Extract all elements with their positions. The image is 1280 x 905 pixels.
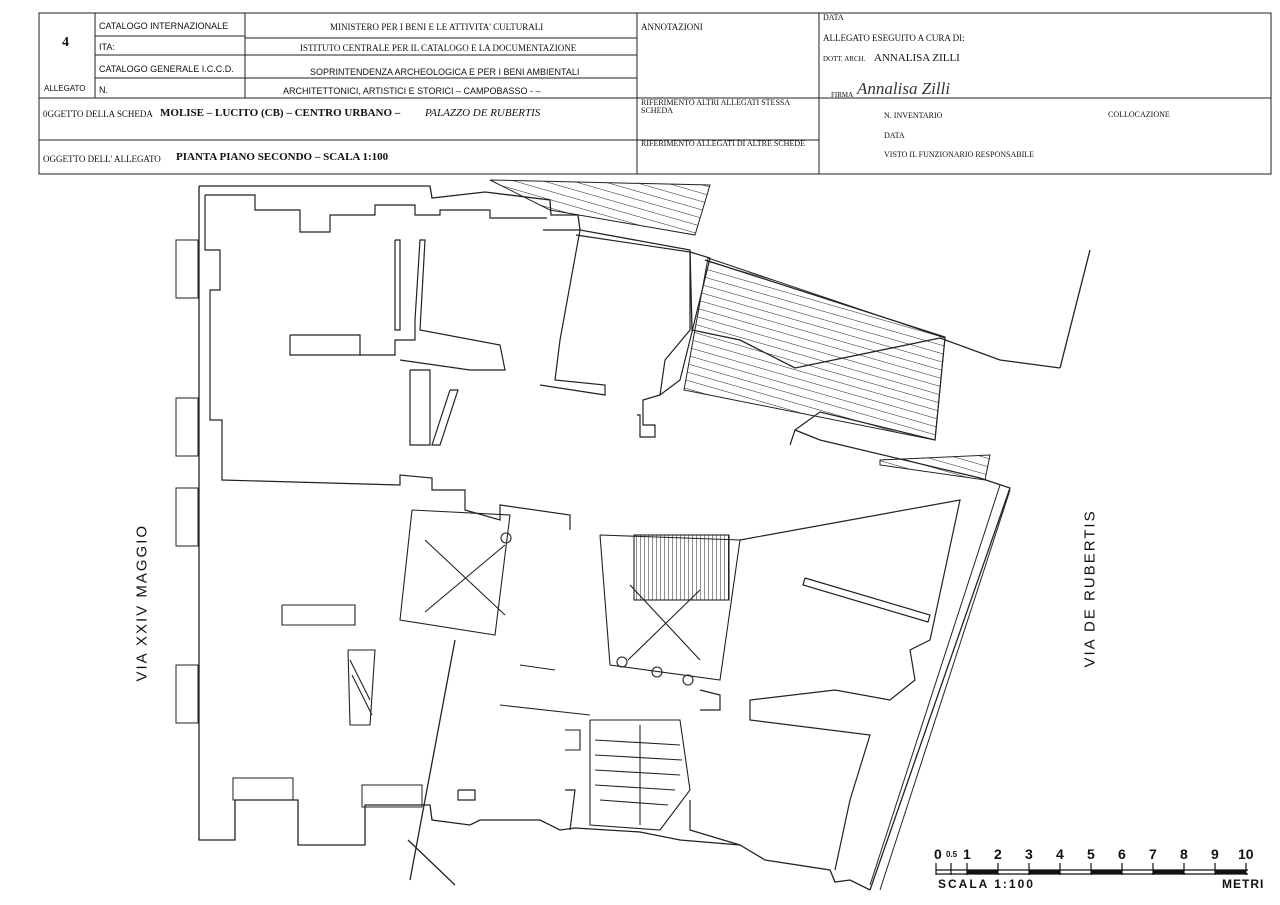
street-label-right: VIA DE RUBERTIS bbox=[1081, 509, 1099, 668]
scale-tick-3: 3 bbox=[1025, 846, 1033, 862]
dott-arch-label: DOTT. ARCH. bbox=[823, 55, 866, 63]
scale-tick-1: 1 bbox=[963, 846, 971, 862]
allegato-number: 4 bbox=[62, 35, 69, 50]
scale-tick-6: 6 bbox=[1118, 846, 1126, 862]
oggetto-scheda-label: 0GGETTO DELLA SCHEDA bbox=[43, 109, 153, 119]
ministero-text: MINISTERO PER I BENI E LE ATTIVITA' CULT… bbox=[330, 22, 544, 32]
scale-tick-2: 2 bbox=[994, 846, 1002, 862]
left-windows bbox=[175, 239, 423, 808]
soprintendenza-text: SOPRINTENDENZA ARCHEOLOGICA E PER I BENI… bbox=[310, 67, 580, 77]
scale-tick-0: 0 bbox=[934, 846, 942, 862]
roof-hatch-corner bbox=[879, 454, 991, 481]
stair-core bbox=[281, 509, 741, 831]
scale-tick-4: 4 bbox=[1056, 846, 1064, 862]
visto-label: VISTO IL FUNZIONARIO RESPONSABILE bbox=[884, 150, 1035, 159]
scale-bar-graphic bbox=[935, 863, 1248, 875]
scale-tick-8: 8 bbox=[1180, 846, 1188, 862]
signature: Annalisa Zilli bbox=[857, 79, 951, 98]
author-name: ANNALISA ZILLI bbox=[874, 52, 960, 64]
palazzo-name: PALAZZO DE RUBERTIS bbox=[425, 107, 541, 119]
header-form-grid bbox=[38, 12, 1272, 175]
scale-tick-7: 7 bbox=[1149, 846, 1157, 862]
scale-tick-9: 9 bbox=[1211, 846, 1219, 862]
n-label: N. bbox=[99, 85, 108, 95]
oggetto-allegato-label: OGGETTO DELL' ALLEGATO bbox=[43, 154, 161, 164]
catalogo-internazionale-label: CATALOGO INTERNAZIONALE bbox=[99, 21, 229, 31]
roof-hatch-top bbox=[489, 179, 711, 236]
istituto-text: ISTITUTO CENTRALE PER IL CATALOGO E LA D… bbox=[300, 43, 577, 53]
scale-tick-5: 5 bbox=[1087, 846, 1095, 862]
street-label-left: VIA XXIV MAGGIO bbox=[133, 523, 151, 682]
scale-tick-10: 10 bbox=[1238, 846, 1254, 862]
n-inventario-label: N. INVENTARIO bbox=[884, 111, 943, 120]
roof-hatch-right bbox=[683, 257, 946, 441]
oggetto-allegato-value: PIANTA PIANO SECONDO – SCALA 1:100 bbox=[176, 151, 389, 163]
scale-unit: METRI bbox=[1222, 877, 1265, 891]
ita-label: ITA: bbox=[99, 42, 115, 52]
allegato-label: ALLEGATO bbox=[44, 84, 86, 93]
collocazione-label: COLLOCAZIONE bbox=[1108, 110, 1170, 119]
oggetto-scheda-value: MOLISE – LUCITO (CB) – CENTRO URBANO – bbox=[160, 107, 401, 119]
scale-tick-05: 0.5 bbox=[946, 850, 958, 859]
street-edge bbox=[869, 484, 1011, 891]
allegato-eseguito-label: ALLEGATO ESEGUITO A CURA DI: bbox=[823, 33, 965, 43]
riferimento-schede-label: RIFERIMENTO ALLEGATI DI ALTRE SCHEDE bbox=[641, 139, 805, 148]
riferimento-altri-label: RIFERIMENTO ALTRI ALLEGATI STESSA SCHEDA bbox=[641, 98, 790, 115]
right-rooms bbox=[457, 499, 961, 871]
data-label: DATA bbox=[823, 13, 844, 22]
firma-label: FIRMA bbox=[831, 91, 854, 99]
annotazioni-label: ANNOTAZIONI bbox=[641, 22, 703, 32]
architettonici-text: ARCHITETTONICI, ARTISTICI E STORICI – CA… bbox=[283, 86, 541, 96]
scale-label: SCALA 1:100 bbox=[938, 877, 1035, 891]
scale-bar: 0 0.5 1 2 3 4 5 6 7 8 9 10 SCALA 1:100 M… bbox=[930, 845, 1263, 895]
catalogo-generale-label: CATALOGO GENERALE I.C.C.D. bbox=[99, 64, 234, 74]
data-label-2: DATA bbox=[884, 131, 905, 140]
